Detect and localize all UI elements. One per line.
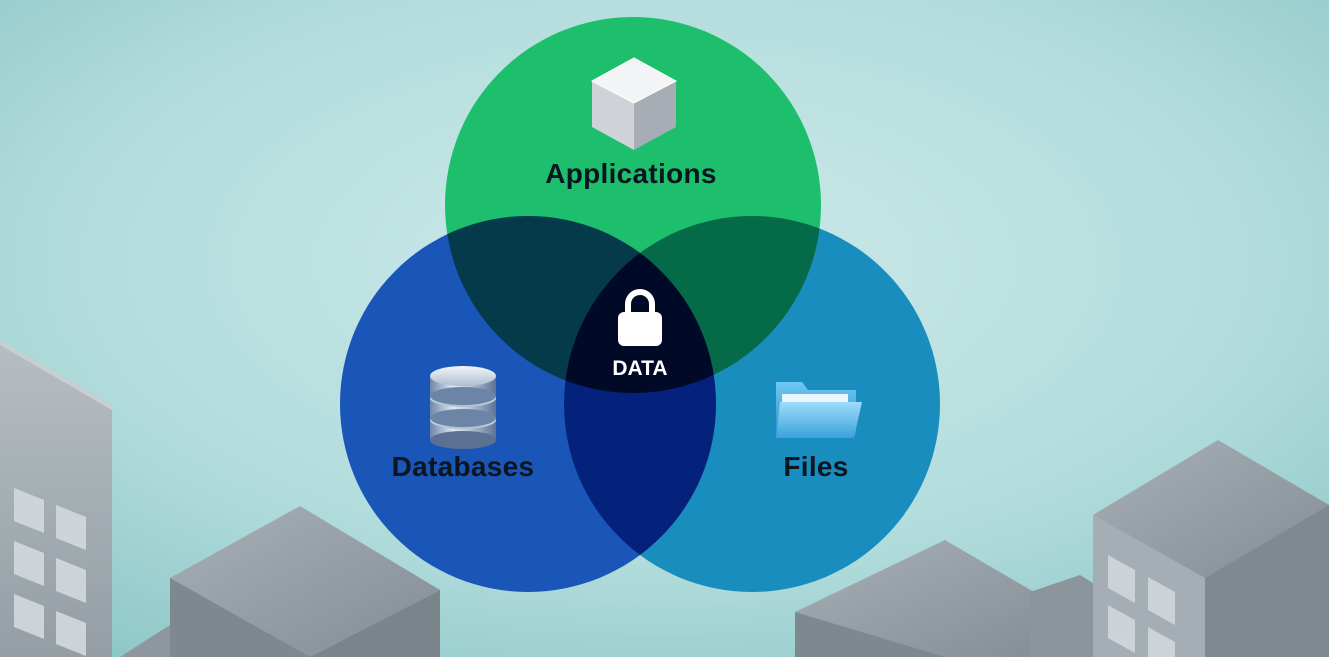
overlap-all (564, 216, 716, 393)
building-left-low (120, 506, 440, 657)
lock-icon (618, 289, 662, 346)
building-right-tall (1093, 440, 1329, 657)
databases-label: Databases (391, 451, 535, 482)
applications-label: Applications (545, 158, 717, 189)
cube-icon (590, 57, 678, 150)
venn-diagram (340, 17, 940, 592)
data-label: DATA (612, 357, 668, 380)
files-label: Files (783, 451, 849, 482)
folder-icon (776, 382, 862, 438)
building-left-tall (0, 340, 112, 657)
database-icon (430, 366, 496, 449)
